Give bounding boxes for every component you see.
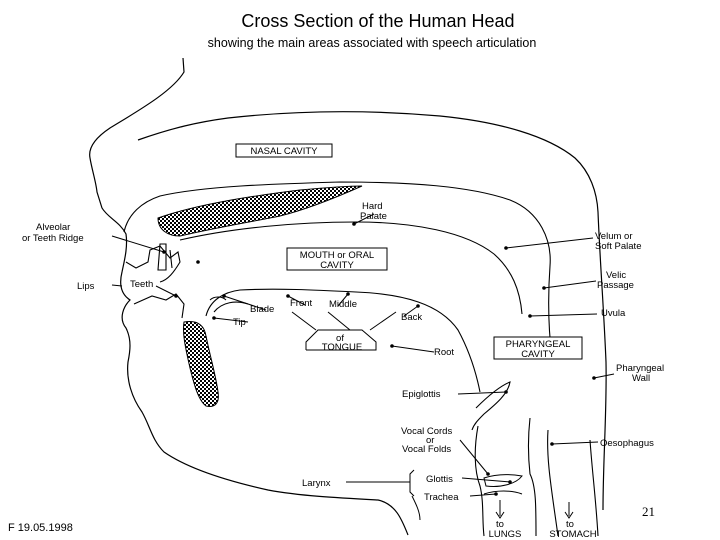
nasal-passage-outline [123, 181, 553, 359]
hard-palate-label-1: Hard [362, 201, 383, 212]
tongue-underside [213, 301, 249, 313]
root-label: Root [434, 347, 454, 358]
arrows [495, 500, 574, 519]
hard-palate-label-2: Palate [360, 211, 387, 222]
back-label: Back [401, 312, 422, 323]
mouth-cavity-label-2: CAVITY [320, 260, 354, 271]
blade-label: Blade [250, 304, 274, 315]
head-outline [89, 57, 409, 536]
diagram-subtitle: showing the main areas associated with s… [208, 36, 537, 50]
trachea-label: Trachea [424, 492, 459, 503]
mouth-cavity-label-1: MOUTH or ORAL [300, 250, 374, 261]
mouth-cavity-box [286, 247, 388, 271]
diagram-title: Cross Section of the Human Head [241, 11, 514, 31]
date-stamp: F 19.05.1998 [8, 522, 73, 534]
pharyngeal-cavity-label-2: CAVITY [521, 349, 555, 360]
pharyngeal-wall-label-1: Pharyngeal [616, 363, 664, 374]
vocal-folds [483, 474, 523, 487]
tongue-label: TONGUE [322, 342, 362, 353]
to-lungs-label-2: LUNGS [489, 529, 522, 540]
glottis-label: Glottis [426, 474, 453, 485]
epiglottis-label: Epiglottis [402, 389, 441, 400]
oesophagus-wall-back [589, 439, 599, 537]
teeth-label: Teeth [130, 279, 153, 290]
leader-lines [111, 213, 615, 521]
palate-velum-outline [179, 221, 523, 315]
oesophagus-label: Oesophagus [600, 438, 654, 449]
uvula-label: Uvula [601, 308, 626, 319]
lower-lip [133, 293, 185, 319]
leader-dots [162, 222, 596, 496]
velum-label-1: Velum or [595, 231, 633, 242]
of-label: of [336, 333, 344, 344]
nasal-cavity-label: NASAL CAVITY [250, 146, 318, 157]
lower-jaw-hatched [183, 321, 219, 407]
tongue-bracket [305, 329, 377, 351]
tongue-tip [209, 296, 227, 301]
to-stomach-label-2: STOMACH [549, 529, 596, 540]
velic-label-2: Passage [597, 280, 634, 291]
pharyngeal-wall-label-2: Wall [632, 373, 650, 384]
epiglottis-shape [471, 381, 511, 431]
hard-palate-hatched [157, 185, 363, 237]
skull-outline [137, 111, 607, 511]
alveolar-label-2: or Teeth Ridge [22, 233, 84, 244]
pharyngeal-cavity-label-1: PHARYNGEAL [506, 339, 571, 350]
vocal-cords-label-1: Vocal Cords [401, 426, 452, 437]
alveolar-label-1: Alveolar [36, 222, 70, 233]
to-lungs-label-1: to [496, 519, 504, 530]
front-label: Front [290, 298, 313, 309]
lips-label: Lips [77, 281, 95, 292]
oesophagus-wall [547, 429, 559, 537]
middle-label: Middle [329, 299, 357, 310]
larynx-label: Larynx [302, 478, 331, 489]
vocal-cords-label-2: or [426, 435, 434, 446]
velum-label-2: Soft Palate [595, 241, 641, 252]
larynx-back [527, 417, 537, 537]
to-stomach-label-1: to [566, 519, 574, 530]
pharyngeal-cavity-box [493, 336, 583, 360]
upper-teeth [157, 243, 173, 271]
tongue-outline [205, 288, 481, 393]
larynx-front [474, 425, 485, 537]
trachea-top [483, 490, 523, 495]
vocal-cords-label-3: Vocal Folds [402, 444, 451, 455]
tip-label: Tip [233, 317, 246, 328]
page-number: 21 [642, 504, 655, 519]
nasal-cavity-box [235, 143, 333, 158]
upper-lip-teeth [125, 245, 181, 283]
velic-label-1: Velic [606, 270, 626, 281]
